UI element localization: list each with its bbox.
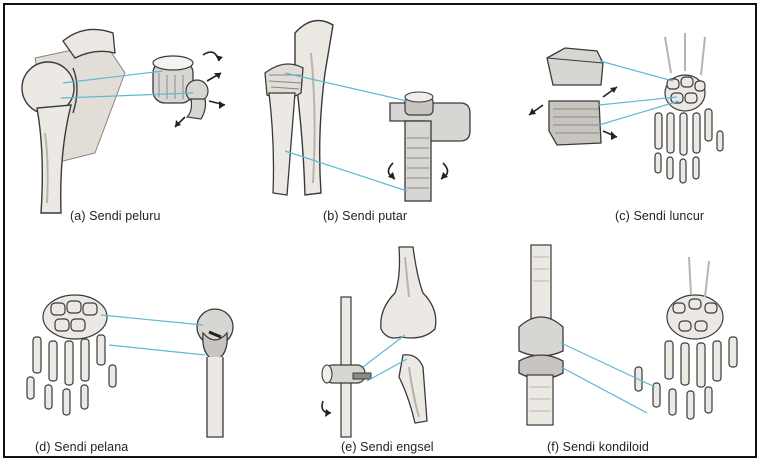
panel-condyloid-joint: (f) Sendi kondiloid (505, 237, 755, 459)
caption-gliding: (c) Sendi luncur (615, 209, 704, 223)
caption-hinge: (e) Sendi engsel (341, 440, 434, 454)
caption-saddle: (d) Sendi pelana (35, 440, 128, 454)
pivot-illustration (255, 13, 505, 228)
panel-saddle-joint: (d) Sendi pelana (15, 237, 255, 459)
caption-pivot: (b) Sendi putar (323, 209, 407, 223)
panel-ball-socket-joint: (a) Sendi peluru (15, 13, 255, 228)
gliding-illustration (505, 13, 755, 228)
panel-pivot-joint: (b) Sendi putar (255, 13, 505, 228)
figure-frame: (a) Sendi peluru (b) Sendi pu (3, 3, 757, 458)
hinge-illustration (305, 237, 505, 459)
panel-gliding-joint: (c) Sendi luncur (505, 13, 755, 228)
ball-socket-illustration (15, 13, 255, 228)
condyloid-illustration (505, 237, 755, 459)
saddle-illustration (15, 237, 255, 459)
caption-condyloid: (f) Sendi kondiloid (547, 440, 649, 454)
panel-hinge-joint: (e) Sendi engsel (305, 237, 505, 459)
caption-ball-socket: (a) Sendi peluru (70, 209, 161, 223)
